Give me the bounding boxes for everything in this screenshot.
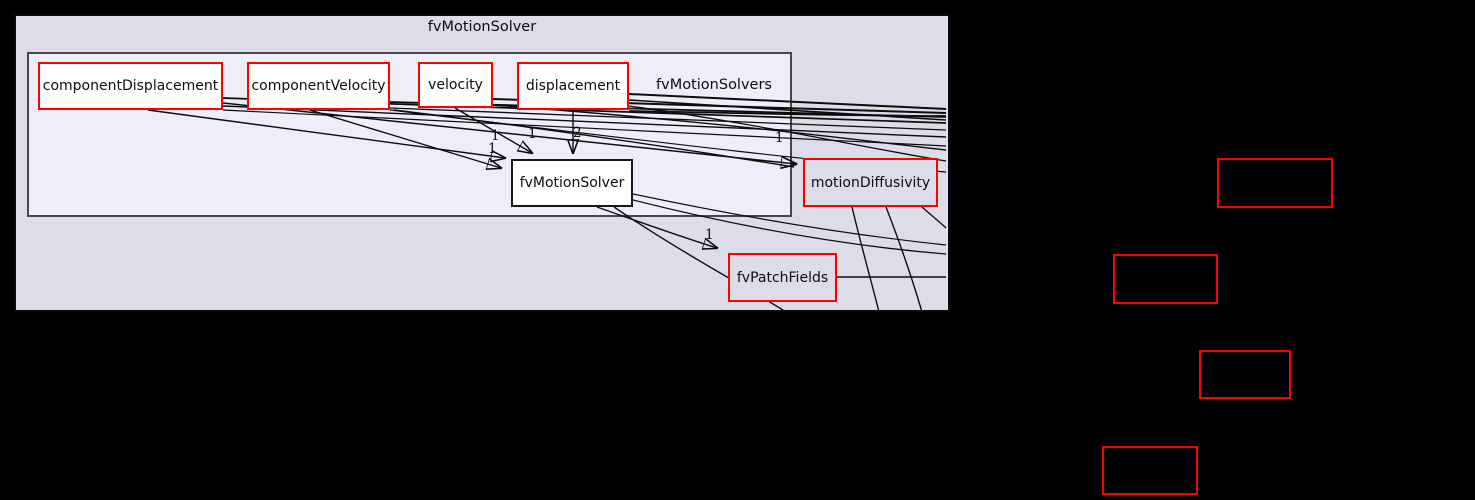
node-external-2[interactable] — [1113, 254, 1218, 304]
node-fvPatchFields[interactable]: fvPatchFields — [728, 253, 837, 302]
edge-label: 1 — [528, 126, 537, 142]
edge-label: 2 — [573, 125, 582, 141]
node-motionDiffusivity[interactable]: motionDiffusivity — [803, 158, 938, 207]
cluster-inner-label: fvMotionSolvers — [656, 77, 772, 93]
node-componentDisplacement[interactable]: componentDisplacement — [38, 62, 223, 110]
node-label: velocity — [428, 77, 483, 93]
node-displacement[interactable]: displacement — [517, 62, 629, 110]
node-external-3[interactable] — [1199, 350, 1291, 399]
node-label: componentVelocity — [251, 78, 386, 94]
node-fvMotionSolver[interactable]: fvMotionSolver — [511, 159, 633, 207]
node-label: fvPatchFields — [736, 269, 829, 286]
node-label: motionDiffusivity — [810, 174, 931, 191]
node-velocity[interactable]: velocity — [418, 62, 493, 108]
node-label: fvMotionSolver — [519, 175, 625, 191]
node-componentVelocity[interactable]: componentVelocity — [247, 62, 390, 110]
edge-label: 1 — [488, 141, 497, 157]
node-external-1[interactable] — [1217, 158, 1333, 208]
edge-label: 1 — [775, 130, 784, 146]
node-label: displacement — [525, 78, 621, 94]
edge-label: 1 — [705, 227, 714, 243]
node-label: componentDisplacement — [42, 78, 219, 94]
cluster-title: fvMotionSolver — [427, 19, 537, 35]
node-external-4[interactable] — [1102, 446, 1198, 495]
